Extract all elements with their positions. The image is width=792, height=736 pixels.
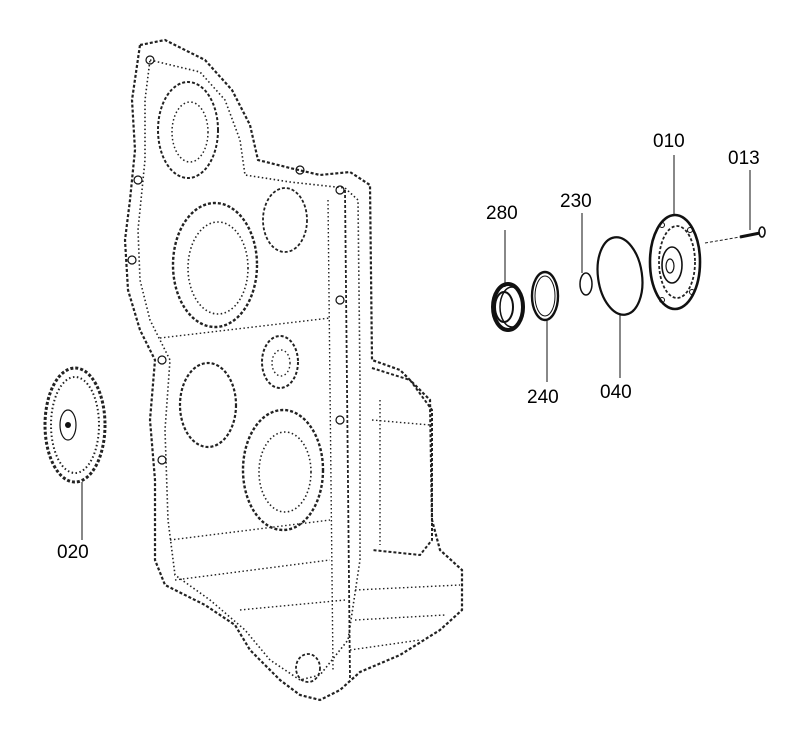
callout-010: 010 <box>653 131 685 152</box>
callout-240: 240 <box>527 387 559 408</box>
gear-020 <box>43 366 107 540</box>
cover-010 <box>648 155 702 311</box>
callout-040: 040 <box>600 382 632 403</box>
screw-013 <box>704 170 766 244</box>
gear-housing <box>123 38 464 702</box>
callout-230: 230 <box>560 191 592 212</box>
snap-ring-230 <box>579 213 593 296</box>
callout-013: 013 <box>728 148 760 169</box>
callout-020: 020 <box>57 542 89 563</box>
o-ring-040 <box>596 236 644 378</box>
bearing-280 <box>491 230 525 332</box>
ring-240 <box>530 270 560 382</box>
callout-280: 280 <box>486 203 518 224</box>
